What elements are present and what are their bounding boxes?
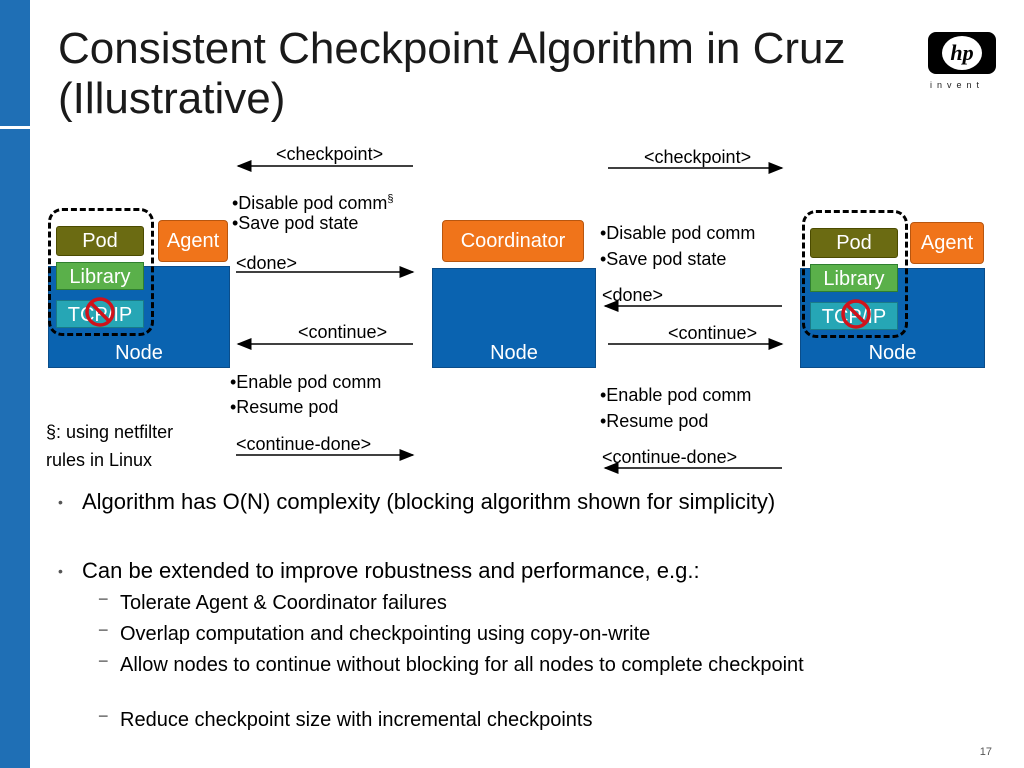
left-save-text: •Save pod state (232, 213, 359, 233)
left-enable-text: •Enable pod comm (230, 372, 382, 392)
footnote-line-2: rules in Linux (46, 450, 153, 470)
sub-bullet-copy-on-write: Overlap computation and checkpointing us… (120, 623, 651, 645)
right-continue-label: <continue> (668, 323, 758, 343)
right-continue-done-label: <continue-done> (602, 447, 738, 467)
left-node-label: Node (115, 342, 163, 364)
hp-logo: hp (928, 32, 996, 74)
right-pod: Pod (810, 228, 898, 258)
sub-bullet-failures: Tolerate Agent & Coordinator failures (120, 592, 447, 614)
right-resume-text: •Resume pod (600, 411, 709, 431)
page-number: 17 (979, 746, 992, 758)
footnote-line-1: §: using netfilter (46, 422, 174, 442)
left-agent: Agent (158, 220, 228, 262)
left-continue-done-label: <continue-done> (236, 434, 372, 454)
right-agent: Agent (910, 222, 984, 264)
left-resume-text: •Resume pod (230, 397, 339, 417)
sub-bullet-marker: − (98, 651, 109, 671)
bullet-marker: • (58, 563, 63, 579)
right-done-label: <done> (602, 285, 664, 305)
left-checkpoint-label: <checkpoint> (276, 144, 384, 164)
coordinator: Coordinator (442, 220, 584, 262)
left-tcpip: TCP/IP (56, 300, 144, 328)
right-enable-text: •Enable pod comm (600, 385, 752, 405)
logo-tagline: invent (930, 80, 985, 90)
right-disable-text: •Disable pod comm (600, 223, 756, 243)
left-pod: Pod (56, 226, 144, 256)
right-checkpoint-label: <checkpoint> (644, 147, 752, 167)
section-mark: § (387, 193, 394, 205)
sub-bullet-marker: − (98, 620, 109, 640)
left-library: Library (56, 262, 144, 290)
bullet-marker: • (58, 494, 63, 510)
right-pod-container-outline (802, 210, 908, 338)
left-continue-label: <continue> (298, 322, 388, 342)
left-done-label: <done> (236, 253, 298, 273)
sub-bullet-incremental: Reduce checkpoint size with incremental … (120, 709, 593, 731)
center-node: Node (432, 268, 596, 368)
bullet-extensions: Can be extended to improve robustness an… (82, 558, 700, 583)
right-save-text: •Save pod state (600, 249, 727, 269)
sub-bullet-marker: − (98, 706, 109, 726)
bullet-complexity: Algorithm has O(N) complexity (blocking … (82, 489, 776, 514)
right-library: Library (810, 264, 898, 292)
left-disable-label: •Disable pod comm (232, 193, 388, 213)
right-prohibit-icon (841, 299, 871, 329)
sub-bullet-marker: − (98, 589, 109, 609)
right-node-label: Node (868, 342, 917, 364)
sub-bullet-non-blocking: Allow nodes to continue without blocking… (120, 654, 804, 676)
slide-title: Consistent Checkpoint Algorithm in Cruz … (58, 24, 846, 123)
logo-mark: hp (950, 40, 973, 65)
left-disable-text: •Disable pod comm§ (232, 188, 394, 214)
accent-bar-divider (0, 126, 30, 129)
center-node-label: Node (490, 342, 538, 364)
left-prohibit-icon (85, 297, 115, 327)
left-pod-container-outline (48, 208, 154, 336)
